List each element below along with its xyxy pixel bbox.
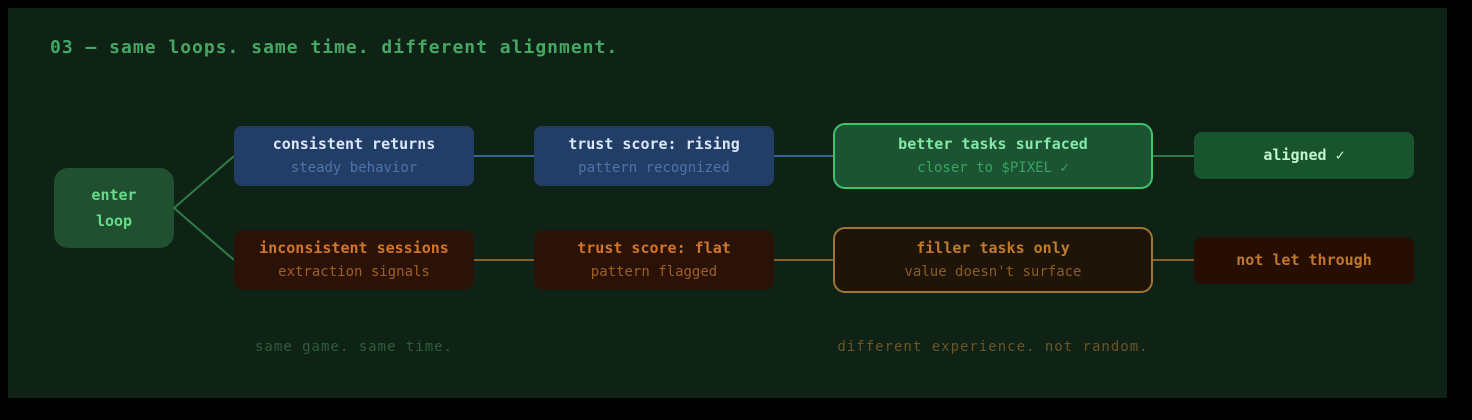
node-sublabel: pattern flagged — [590, 264, 718, 280]
node-trust-score-flat: trust score: flat pattern flagged — [534, 230, 774, 290]
node-sublabel: steady behavior — [290, 160, 418, 176]
node-sublabel: value doesn't surface — [904, 264, 1082, 280]
node-sublabel: pattern recognized — [578, 160, 730, 176]
connector-top-1 — [474, 155, 534, 157]
node-filler-tasks-only: filler tasks only value doesn't surface — [833, 227, 1153, 293]
node-label: filler tasks only — [916, 239, 1070, 257]
connector-bottom-1 — [474, 259, 534, 261]
caption-different-experience: different experience. not random. — [837, 339, 1149, 355]
connector-bottom-3 — [1153, 259, 1194, 261]
node-label: better tasks surfaced — [898, 135, 1088, 153]
connector-top-2 — [774, 155, 833, 157]
node-trust-score-rising: trust score: rising pattern recognized — [534, 126, 774, 186]
node-sublabel: closer to $PIXEL ✓ — [917, 160, 1069, 176]
branch-line-top — [173, 155, 235, 209]
node-sublabel: extraction signals — [278, 264, 430, 280]
node-aligned: aligned ✓ — [1194, 132, 1414, 179]
node-label: not let through — [1236, 251, 1372, 269]
caption-same-game: same game. same time. — [254, 339, 453, 355]
diagram-panel: 03 — same loops. same time. different al… — [8, 8, 1447, 398]
enter-loop-line2: loop — [95, 211, 133, 230]
node-enter-loop: enter loop — [54, 168, 174, 248]
node-not-let-through: not let through — [1194, 237, 1414, 284]
node-better-tasks-surfaced: better tasks surfaced closer to $PIXEL ✓ — [833, 123, 1153, 189]
node-label: aligned ✓ — [1263, 146, 1345, 164]
page-title: 03 — same loops. same time. different al… — [50, 37, 619, 58]
node-label: trust score: flat — [577, 239, 731, 257]
connector-top-3 — [1153, 155, 1194, 157]
node-inconsistent-sessions: inconsistent sessions extraction signals — [234, 230, 474, 290]
branch-line-bottom — [173, 207, 235, 261]
node-consistent-returns: consistent returns steady behavior — [234, 126, 474, 186]
node-label: inconsistent sessions — [259, 239, 449, 257]
node-label: consistent returns — [272, 135, 436, 153]
connector-bottom-2 — [774, 259, 833, 261]
enter-loop-line1: enter — [91, 185, 137, 204]
node-label: trust score: rising — [568, 135, 740, 153]
